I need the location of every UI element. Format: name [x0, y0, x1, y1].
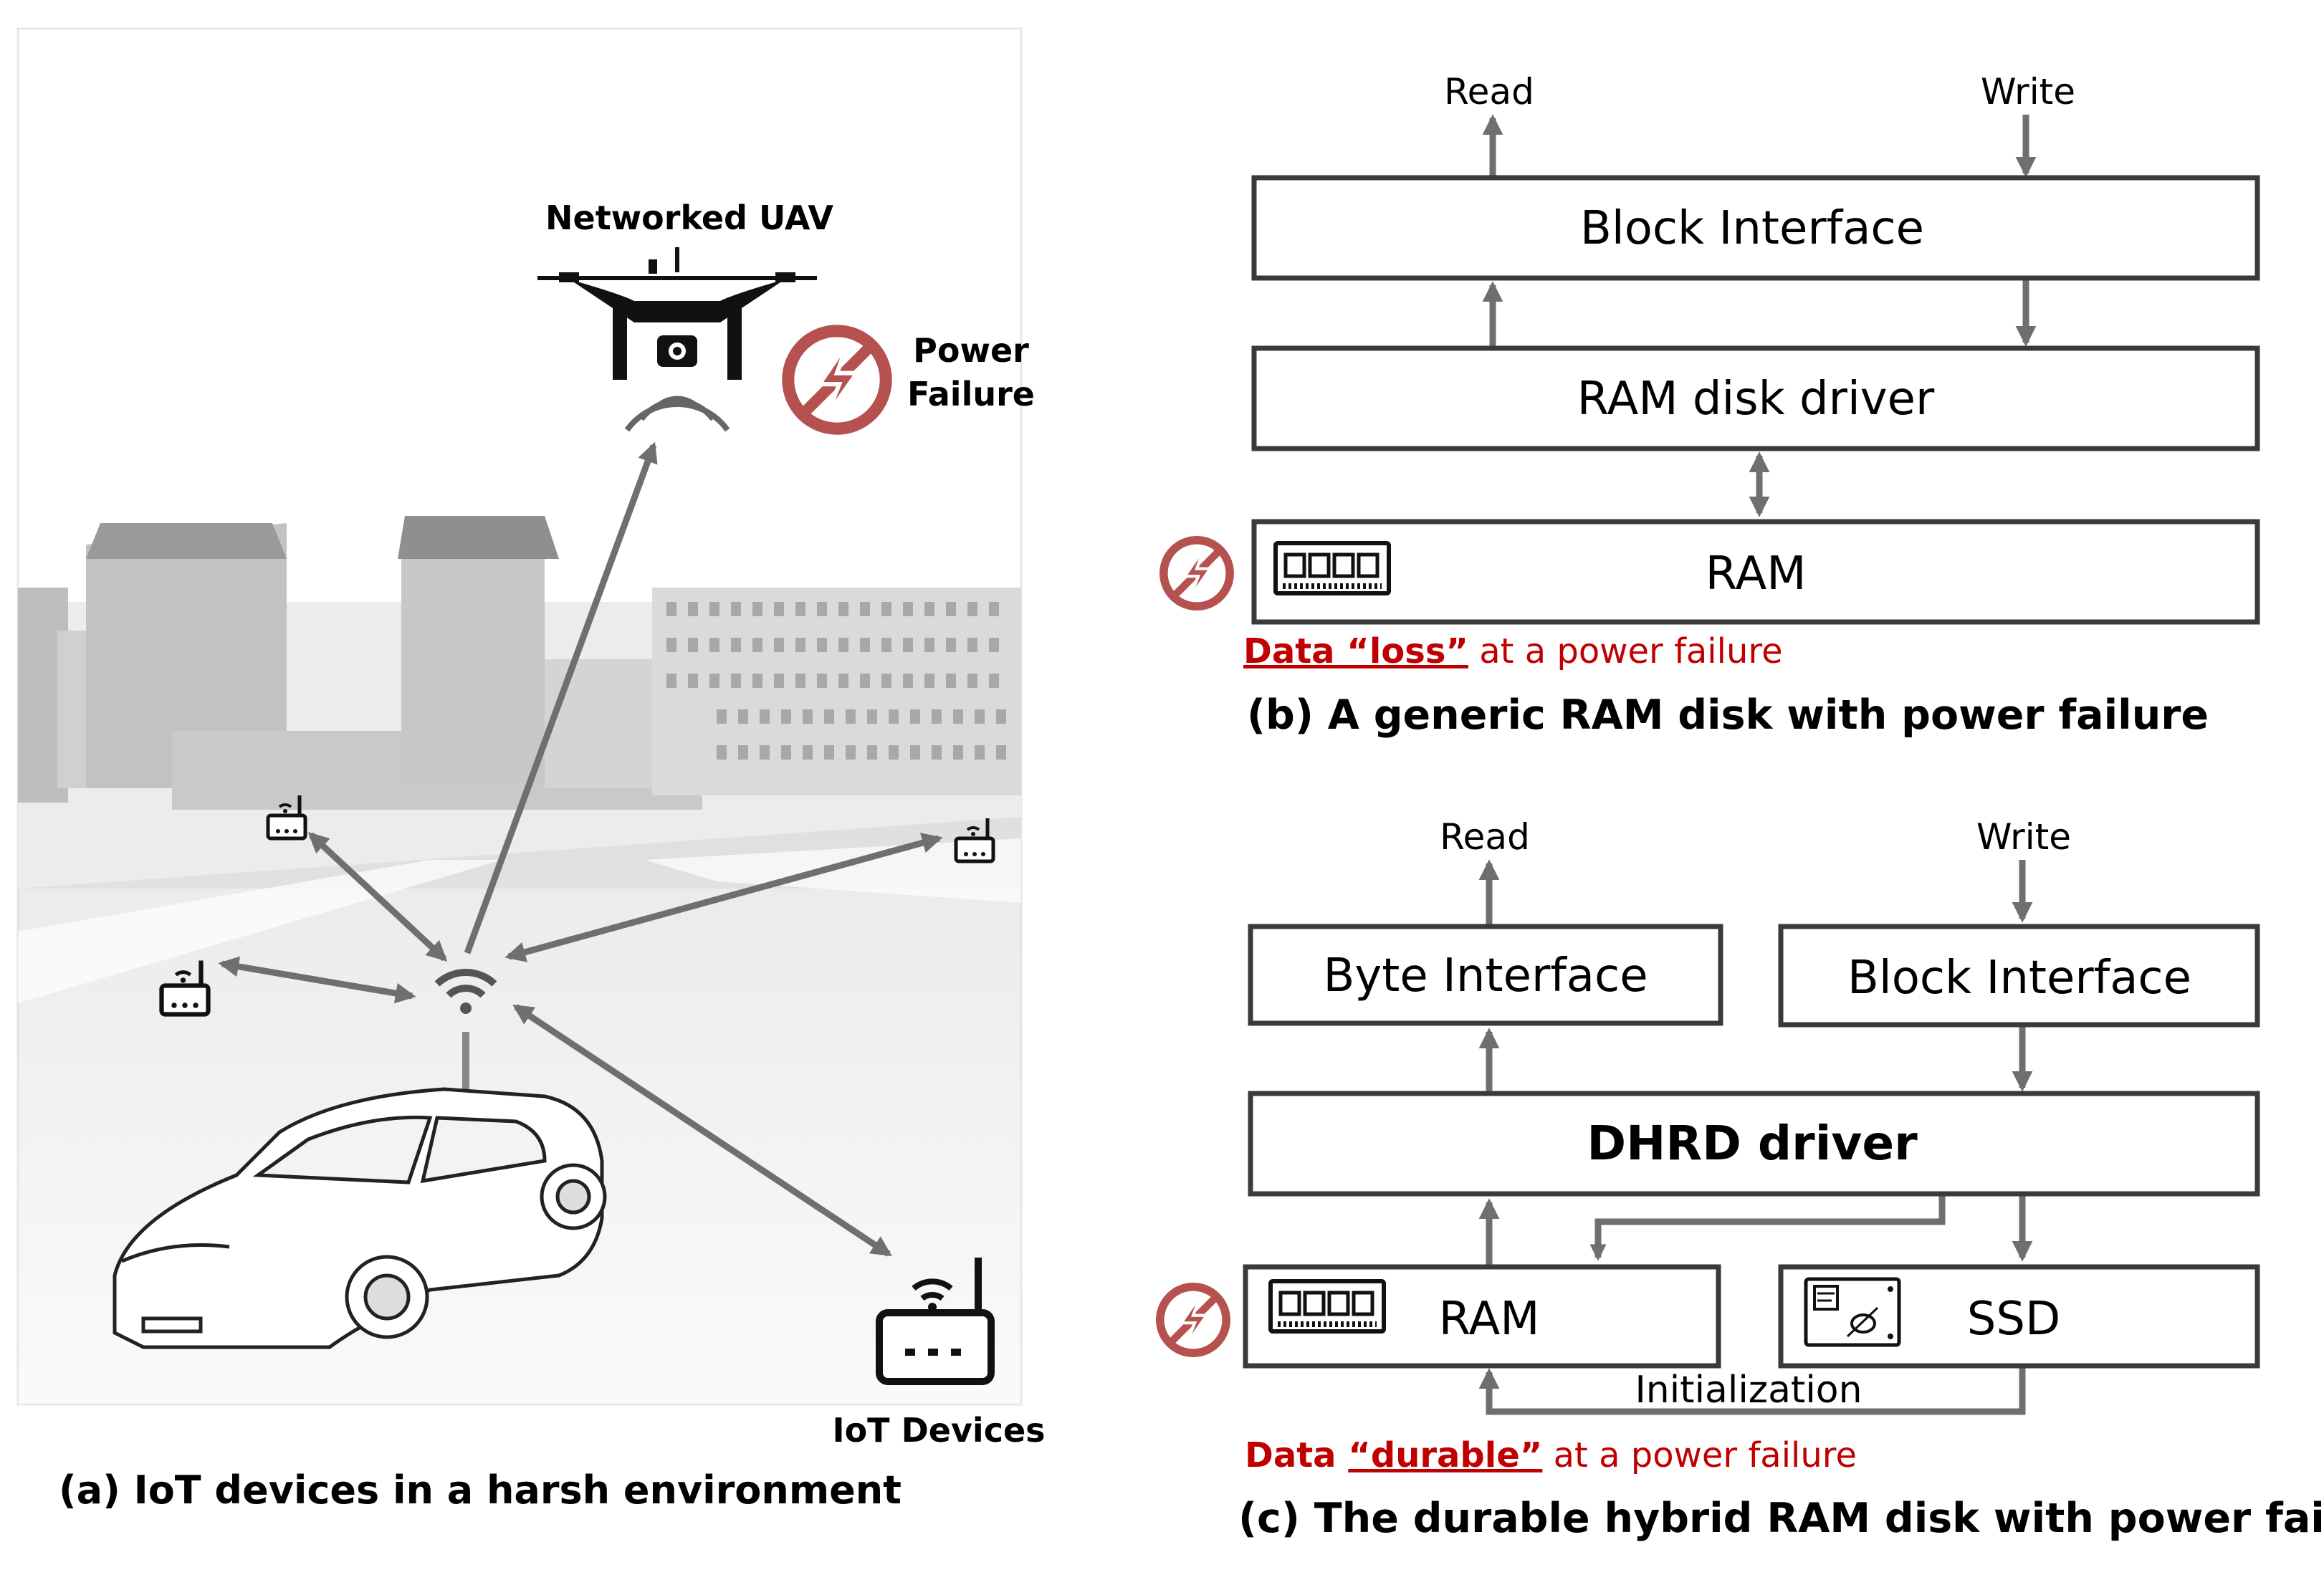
block-interface-box	[1251, 175, 2260, 281]
write-label: Write	[1981, 71, 2075, 113]
ram-disk-driver-box	[1251, 345, 2260, 451]
initialization-arrow	[1478, 1367, 2026, 1415]
link-to-router-right	[505, 833, 943, 962]
ram-disk-driver-label: RAM disk driver	[1577, 373, 1935, 426]
power-failure-icon	[1160, 1287, 1226, 1353]
car-icon	[113, 1087, 607, 1349]
network-links	[218, 441, 943, 1257]
wifi-icon	[434, 969, 497, 1096]
ram-label: RAM	[1439, 1293, 1540, 1346]
iot-devices-label: IoT Devices	[832, 1411, 1045, 1450]
link-to-uav	[464, 441, 658, 954]
data-durable-note: Data “durable” at a power failure	[1245, 1435, 1857, 1475]
caption-a: (a) IoT devices in a harsh environment	[59, 1468, 902, 1513]
write-label: Write	[1976, 816, 2071, 858]
data-durable-emphasis: “durable”	[1348, 1435, 1542, 1475]
ssd-icon	[1804, 1277, 1901, 1347]
data-durable-suffix: at a power failure	[1542, 1435, 1857, 1475]
link-to-router-left	[218, 956, 416, 1004]
router-icon	[876, 1258, 995, 1385]
panel-c: Read Write Byte Interface Block Interfac…	[1160, 816, 2324, 1542]
ram-label: RAM	[1706, 547, 1807, 600]
drone-icon	[537, 247, 817, 432]
dhrd-driver-box	[1248, 1091, 2260, 1197]
ram-module-icon	[1276, 543, 1389, 593]
link-to-iot-device	[512, 1004, 892, 1257]
read-label: Read	[1444, 71, 1534, 113]
data-durable-prefix: Data	[1245, 1435, 1348, 1475]
data-loss-note: Data “loss” at a power failure	[1243, 631, 1783, 671]
ram-box	[1251, 519, 2260, 625]
ssd-label: SSD	[1967, 1293, 2061, 1346]
byte-interface-label: Byte Interface	[1323, 949, 1648, 1002]
byte-interface-box	[1248, 924, 1723, 1026]
ram-module-icon	[1271, 1281, 1384, 1331]
caption-b: (b) A generic RAM disk with power failur…	[1247, 691, 2209, 739]
panel-b: Read Write Block Interface RAM disk driv…	[1164, 71, 2260, 739]
caption-c: (c) The durable hybrid RAM disk with pow…	[1238, 1495, 2324, 1542]
data-loss-emphasis: Data “loss”	[1243, 631, 1468, 671]
dhrd-driver-label: DHRD driver	[1587, 1116, 1918, 1171]
power-failure-label-line2: Failure	[907, 375, 1035, 413]
link-to-router-left-upper	[307, 832, 448, 962]
power-failure-label-line1: Power	[913, 331, 1029, 370]
data-loss-suffix: at a power failure	[1468, 631, 1783, 671]
block-interface-label: Block Interface	[1580, 202, 1924, 255]
panel-a: Networked UAV Power Failure IoT Devices …	[16, 27, 1046, 1513]
read-label: Read	[1440, 816, 1530, 858]
power-failure-icon	[1164, 540, 1230, 606]
uav-label: Networked UAV	[545, 198, 833, 237]
block-interface-box	[1778, 924, 2260, 1028]
block-interface-label: Block Interface	[1847, 952, 2191, 1005]
initialization-label: Initialization	[1635, 1369, 1862, 1412]
